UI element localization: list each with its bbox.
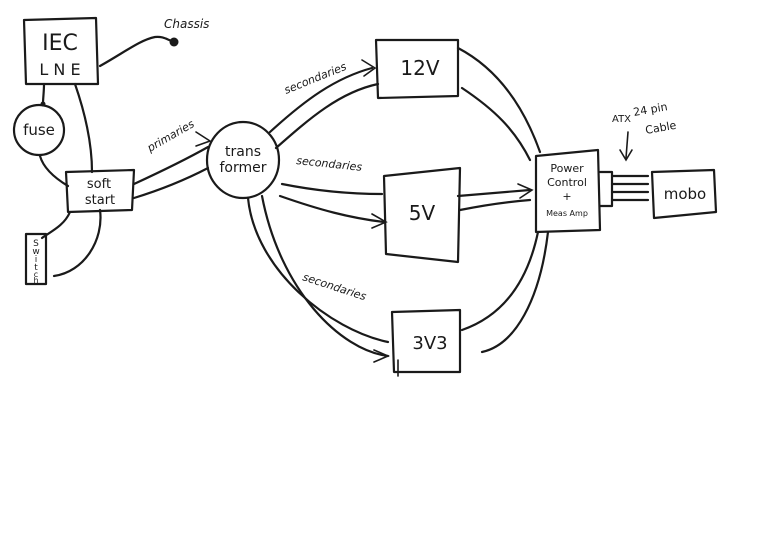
wire-sec-5v-2 xyxy=(278,194,386,224)
wire-iec-to-fuse xyxy=(41,82,46,106)
iec-box xyxy=(22,16,100,86)
rail-12v-label: 12V xyxy=(400,56,439,80)
transformer-circle xyxy=(205,120,281,200)
edge-label-secondaries-33v: secondaries xyxy=(301,270,368,303)
power-control-label-2: Control xyxy=(547,176,587,189)
rail-12v: 12V xyxy=(374,38,460,100)
iec-inlet: IEC L N E xyxy=(22,16,100,86)
switch-letter-i: i xyxy=(35,255,38,265)
wire-softstart-to-switch-1 xyxy=(40,210,72,240)
transformer-label-2: former xyxy=(219,160,266,176)
rail-3v3: 3V3 xyxy=(390,308,462,377)
power-control-label-4: Meas Amp xyxy=(546,209,588,218)
motherboard-box xyxy=(650,168,718,220)
wire-sec-33v-2 xyxy=(260,194,390,358)
edge-label-secondaries-5v: secondaries xyxy=(296,154,363,174)
motherboard: mobo xyxy=(650,168,718,220)
soft-start-label-1: soft xyxy=(87,177,111,192)
soft-start: soft start xyxy=(64,168,136,214)
atx-label-3: Cable xyxy=(644,119,677,137)
rail-5v: 5V xyxy=(382,166,462,264)
wire-12v-to-control-2 xyxy=(460,86,532,162)
atx-arrow xyxy=(625,131,629,159)
power-control-label-3: + xyxy=(562,190,571,203)
wire-sec-12v-2 xyxy=(274,82,380,150)
rail-12v-box xyxy=(374,38,460,100)
arrow-12v xyxy=(361,59,377,77)
wire-iec-to-chassis xyxy=(98,35,174,68)
rail-5v-box xyxy=(382,166,462,264)
fuse-label: fuse xyxy=(23,121,55,139)
power-control-connector xyxy=(598,170,614,208)
power-control-box xyxy=(534,148,602,234)
switch-box xyxy=(24,232,48,286)
wire-5v-to-control xyxy=(456,188,532,198)
switch-letter-t: t xyxy=(34,263,38,273)
motherboard-label: mobo xyxy=(664,185,707,203)
chassis: Chassis xyxy=(164,17,209,47)
edge-label-primaries: primaries xyxy=(144,117,197,155)
wire-primaries-1 xyxy=(132,145,210,186)
atx-label-1: ATX xyxy=(612,114,631,125)
switch-letter-w: w xyxy=(32,247,39,257)
wire-sec-5v-1 xyxy=(280,182,384,196)
wire-primaries-2 xyxy=(132,166,210,200)
switch-letter-h: h xyxy=(33,276,38,285)
iec-label: IEC xyxy=(42,31,78,56)
arrow-5v-control xyxy=(517,183,534,199)
arrow-primaries xyxy=(195,131,212,147)
edge-label-secondaries-12v: secondaries xyxy=(282,60,348,97)
wire-sec-12v-1 xyxy=(268,66,374,134)
switch-letter-s: S xyxy=(33,239,39,249)
chassis-ground-dot xyxy=(169,37,179,47)
wire-33v-to-control-1 xyxy=(460,230,540,332)
switch-letter-c: c xyxy=(34,270,38,279)
switch: S w i t c h xyxy=(24,232,48,286)
rail-3v3-box xyxy=(390,308,462,374)
fuse-circle xyxy=(12,103,66,157)
wire-5v-to-control-2 xyxy=(458,198,532,212)
arrow-33v xyxy=(373,349,391,363)
atx-label-2: 24 pin xyxy=(632,100,668,119)
wire-sec-33v-1 xyxy=(246,196,390,344)
wire-fuse-to-softstart xyxy=(38,154,70,188)
wires xyxy=(38,35,650,363)
power-control-label-1: Power xyxy=(550,162,584,175)
transformer-label-1: trans xyxy=(225,144,261,160)
atx-cable-label: ATX 24 pin Cable xyxy=(612,100,678,137)
fuse: fuse xyxy=(12,101,66,157)
wire-12v-to-control-1 xyxy=(456,46,542,154)
soft-start-label-2: start xyxy=(85,193,115,208)
chassis-label: Chassis xyxy=(164,17,209,31)
wire-iec-n-to-softstart xyxy=(73,82,94,174)
rail-5v-label: 5V xyxy=(409,201,436,225)
rail-3v3-label: 3V3 xyxy=(412,333,447,354)
transformer: trans former xyxy=(205,120,281,200)
wire-33v-to-control-2 xyxy=(480,230,550,354)
power-control: Power Control + Meas Amp xyxy=(534,148,614,234)
fuse-terminal-dot xyxy=(40,101,46,107)
soft-start-box xyxy=(64,168,136,214)
iec-pins-label: L N E xyxy=(39,60,80,79)
atx-arrow-head xyxy=(619,149,633,162)
wire-softstart-to-switch-2 xyxy=(52,208,102,278)
